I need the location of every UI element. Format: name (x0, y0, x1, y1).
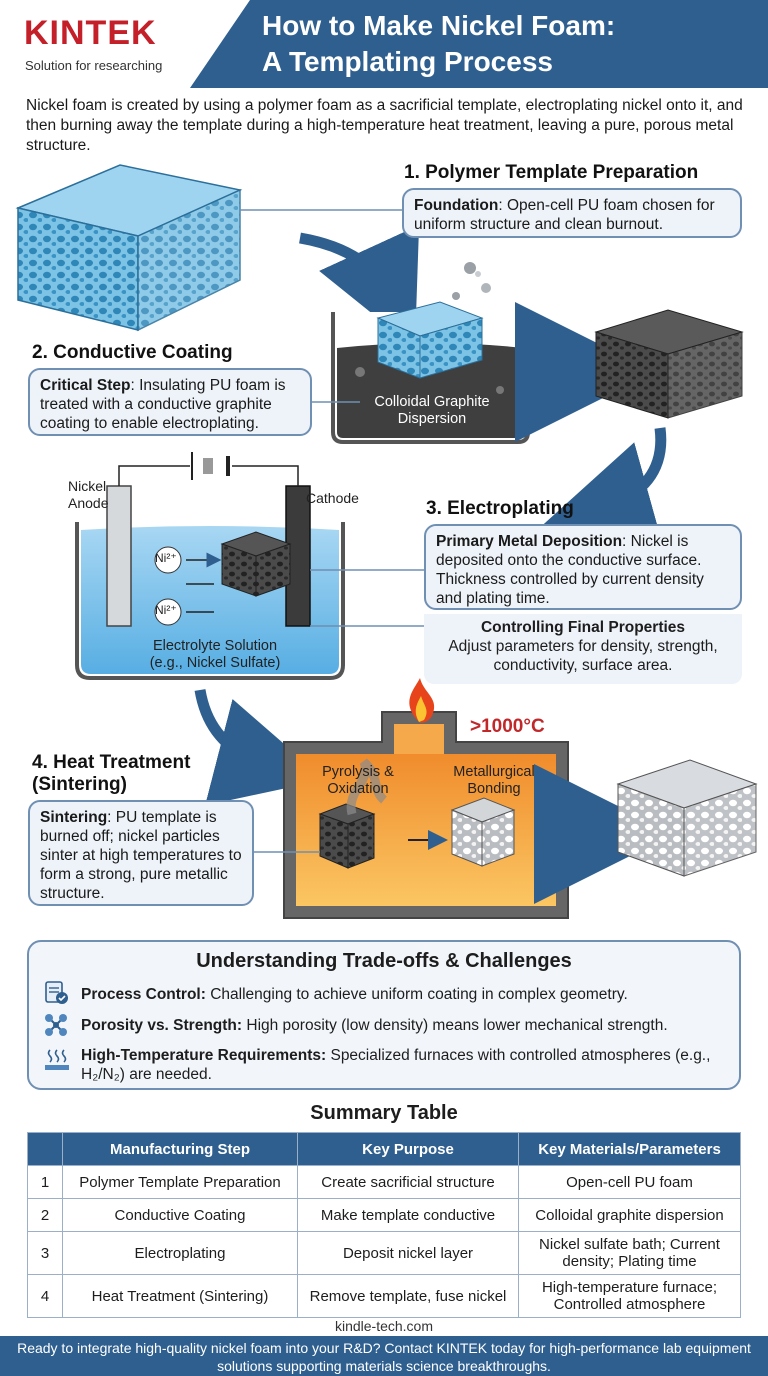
anode-label-line1: Nickel (68, 478, 107, 494)
page-title-line2: A Templating Process (262, 46, 553, 77)
table-header-step: Manufacturing Step (62, 1132, 298, 1166)
step3-lead: Primary Metal Deposition (436, 533, 623, 550)
step2-lead: Critical Step (40, 377, 131, 394)
intro-text: Nickel foam is created by using a polyme… (26, 97, 743, 154)
step4-title: 4. Heat Treatment (Sintering) (32, 752, 190, 796)
table-cell: Create sacrificial structure (297, 1165, 519, 1199)
electrolyte-label-line2: (e.g., Nickel Sulfate) (149, 655, 281, 671)
nickel-foam-block (616, 759, 758, 877)
tradeoff-text-2: High porosity (low density) means lower … (242, 1017, 668, 1034)
step4-lead: Sintering (40, 809, 108, 826)
anode-label: Nickel Anode (68, 478, 108, 512)
footer-banner: Ready to integrate high-quality nickel f… (0, 1336, 768, 1376)
dispersion-label: Colloidal Graphite Dispersion (334, 394, 530, 428)
step2-text: : Insulating PU foam is treated with a c… (40, 377, 286, 432)
step3-callout: Primary Metal Deposition: Nickel is depo… (424, 524, 742, 610)
table-cell: Colloidal graphite dispersion (518, 1198, 741, 1232)
table-row: 2 Conductive Coating Make template condu… (27, 1198, 741, 1232)
bonding-label-line2: Bonding (467, 781, 521, 797)
bonding-label: Metallurgical Bonding (440, 764, 548, 798)
table-cell: Remove template, fuse nickel (297, 1274, 519, 1318)
table-header-materials: Key Materials/Parameters (518, 1132, 741, 1166)
website-link[interactable]: kindle-tech.com (334, 1318, 434, 1334)
nickel-ion-2: Ni²⁺ (155, 603, 177, 617)
tradeoff-lead-2: Porosity vs. Strength: (81, 1017, 243, 1034)
table-cell: 2 (27, 1198, 63, 1232)
step1-lead: Foundation (414, 197, 499, 214)
tagline: Solution for researching (25, 58, 163, 73)
page-title-line1: How to Make Nickel Foam: (262, 10, 616, 41)
table-header-index (27, 1132, 63, 1166)
control-title: Controlling Final Properties (480, 619, 686, 636)
graphite-beaker (331, 262, 530, 444)
sintering-furnace (283, 678, 569, 919)
process-diagram (15, 164, 758, 919)
tradeoff-item-process-control: Process Control: Challenging to achieve … (81, 985, 731, 1004)
pu-foam-block (15, 164, 243, 332)
tradeoff-lead-1: Process Control: (81, 986, 206, 1003)
pyrolysis-label-line2: Oxidation (327, 781, 389, 797)
tradeoff-text-3: Specialized furnaces with controlled atm… (81, 1047, 711, 1083)
tradeoffs-title: Understanding Trade-offs & Challenges (196, 950, 572, 972)
header-band (190, 0, 768, 88)
temperature-label: >1000°C (470, 716, 545, 737)
heat-icon (45, 1049, 69, 1070)
step2-title: 2. Conductive Coating (32, 342, 233, 363)
step4-title-line2: (Sintering) (32, 774, 127, 795)
bonding-label-line1: Metallurgical (453, 764, 535, 780)
step3-text: : Nickel is deposited onto the conductiv… (436, 533, 704, 607)
step1-callout: Foundation: Open-cell PU foam chosen for… (402, 188, 742, 238)
step1-title: 1. Polymer Template Preparation (404, 162, 699, 183)
table-row: 4 Heat Treatment (Sintering) Remove temp… (27, 1274, 741, 1318)
table-cell: Deposit nickel layer (297, 1231, 519, 1275)
step4-title-line1: 4. Heat Treatment (32, 752, 191, 773)
molecule-icon (45, 1014, 67, 1036)
step2-callout: Critical Step: Insulating PU foam is tre… (28, 368, 312, 436)
table-cell: Open-cell PU foam (518, 1165, 741, 1199)
table-cell: Polymer Template Preparation (62, 1165, 298, 1199)
control-note: Controlling Final Properties Adjust para… (424, 614, 742, 684)
control-text: Adjust parameters for density, strength,… (448, 638, 718, 674)
table-cell: High-temperature furnace; Controlled atm… (518, 1274, 741, 1318)
dispersion-label-line1: Colloidal Graphite (374, 394, 490, 410)
electrolyte-label-line1: Electrolyte Solution (152, 638, 278, 654)
table-cell: Electroplating (62, 1231, 298, 1275)
table-row: 3 Electroplating Deposit nickel layer Ni… (27, 1231, 741, 1275)
table-cell: Nickel sulfate bath; Current density; Pl… (518, 1231, 741, 1275)
summary-table: Manufacturing Step Key Purpose Key Mater… (27, 1132, 741, 1318)
step3-title: 3. Electroplating (426, 498, 574, 519)
summary-title: Summary Table (310, 1102, 458, 1124)
nickel-ion-1: Ni²⁺ (155, 551, 177, 565)
header: KINTEK Solution for researching How to M… (0, 0, 768, 88)
table-cell: Make template conductive (297, 1198, 519, 1232)
table-row: 1 Polymer Template Preparation Create sa… (27, 1165, 741, 1199)
dispersion-label-line2: Dispersion (397, 411, 467, 427)
tradeoff-item-porosity: Porosity vs. Strength: High porosity (lo… (81, 1016, 731, 1035)
table-cell: Heat Treatment (Sintering) (62, 1274, 298, 1318)
tradeoff-text-1: Challenging to achieve uniform coating i… (205, 986, 628, 1003)
table-cell: Conductive Coating (62, 1198, 298, 1232)
electrolyte-label: Electrolyte Solution (e.g., Nickel Sulfa… (120, 638, 310, 672)
table-header-row: Manufacturing Step Key Purpose Key Mater… (27, 1132, 741, 1166)
tradeoff-lead-3: High-Temperature Requirements: (81, 1047, 327, 1064)
table-cell: 4 (27, 1274, 63, 1318)
tradeoff-item-high-temperature: High-Temperature Requirements: Specializ… (81, 1046, 731, 1084)
checklist-icon (45, 981, 68, 1004)
table-header-purpose: Key Purpose (297, 1132, 519, 1166)
coated-foam-block (594, 309, 744, 419)
table-cell: 3 (27, 1231, 63, 1275)
tradeoffs-panel: Understanding Trade-offs & Challenges Pr… (27, 940, 741, 1090)
kintek-logo[interactable]: KINTEK (24, 14, 157, 52)
step1-text: : Open-cell PU foam chosen for uniform s… (414, 197, 715, 233)
cathode-label: Cathode (306, 490, 359, 506)
pyrolysis-label-line1: Pyrolysis & (322, 764, 394, 780)
step4-callout: Sintering: PU template is burned off; ni… (28, 800, 254, 906)
electroplating-bath (75, 452, 345, 680)
anode-label-line2: Anode (68, 495, 109, 511)
step4-text: : PU template is burned off; nickel part… (40, 809, 242, 902)
table-cell: 1 (27, 1165, 63, 1199)
pyrolysis-label: Pyrolysis & Oxidation (310, 764, 406, 798)
